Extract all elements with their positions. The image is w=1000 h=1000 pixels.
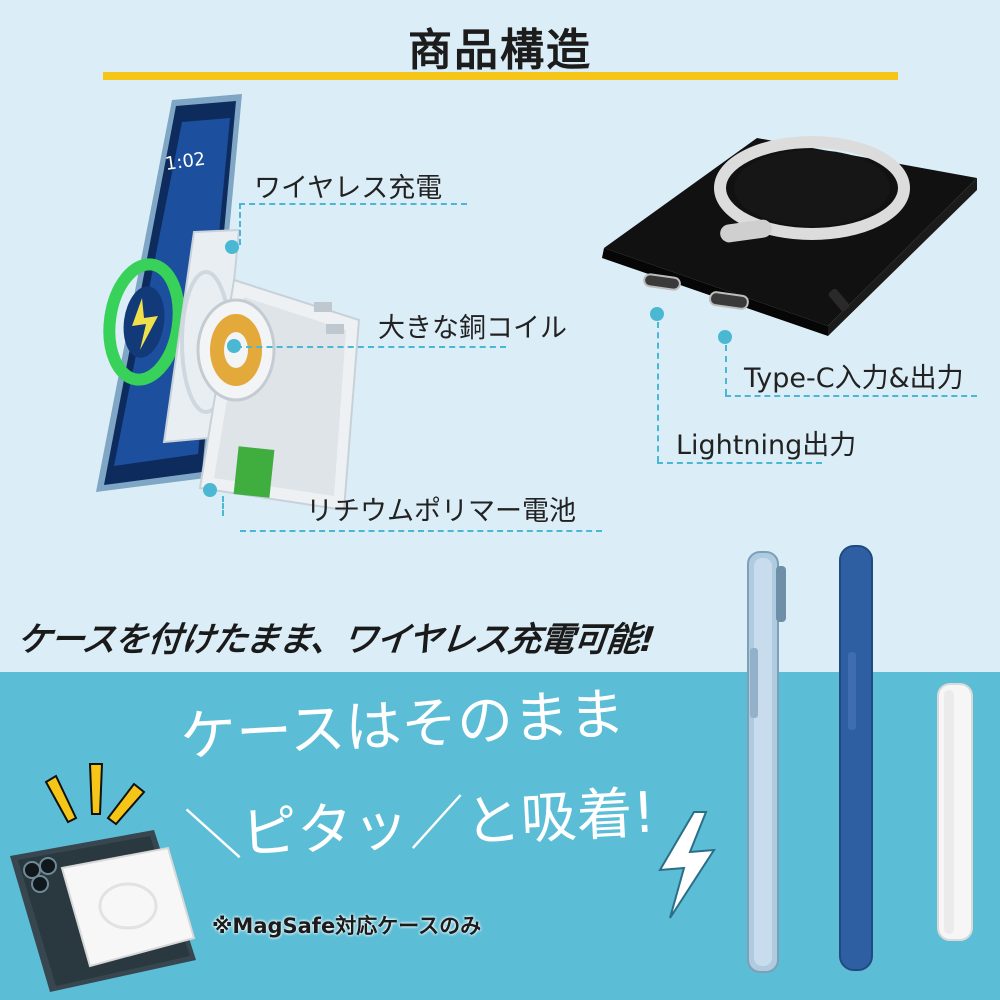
title-underline: [103, 72, 898, 80]
spark-lines-icon: [44, 763, 146, 826]
typec-port: [708, 291, 749, 310]
circuit-board: [196, 278, 361, 512]
phone-side-view-image: [747, 551, 786, 973]
alignment-mark: [720, 219, 772, 243]
callout-dot-lightning: [650, 307, 664, 321]
label-typec-io: Type-C入力&出力: [744, 363, 964, 394]
headline: ケースを付けたまま、ワイヤレス充電可能!: [15, 620, 657, 660]
label-copper-coil: 大きな銅コイル: [378, 313, 567, 344]
power-button: [828, 288, 850, 312]
powerbank-side-view-image: [937, 683, 973, 941]
callout-line-typec: [725, 395, 977, 397]
label-lightning-output: Lightning出力: [676, 430, 857, 461]
callout-dot-battery: [203, 483, 217, 497]
phone-with-powerbank-image: [10, 830, 196, 992]
lightning-bolt-icon: [658, 811, 716, 919]
callout-dot-typec: [718, 330, 732, 344]
callout-line-battery: [240, 530, 602, 532]
callout-line-lightning: [657, 462, 822, 464]
callout-dot-wireless: [225, 240, 239, 254]
callout-line-wireless-v: [239, 203, 241, 245]
label-lithium-polymer-battery: リチウムポリマー電池: [306, 496, 576, 527]
callout-line-lightning-v: [657, 322, 659, 462]
callout-line-wireless: [239, 203, 467, 205]
battery-cell: [233, 446, 275, 498]
label-wireless-charging: ワイヤレス充電: [254, 173, 443, 204]
exploded-phone-illustration: 1:02: [96, 94, 361, 512]
power-bank-image: [602, 136, 977, 336]
callout-line-coil: [236, 346, 506, 348]
page-title: 商品構造: [408, 25, 592, 76]
phone-case-side-view-image: [839, 545, 873, 971]
callout-line-typec-v: [725, 345, 727, 395]
magnetic-ring: [714, 136, 910, 240]
magsafe-note: ※MagSafe対応ケースのみ: [212, 914, 482, 938]
lightning-port: [643, 273, 681, 291]
callout-dot-coil: [227, 339, 241, 353]
callout-line-battery-v: [222, 496, 224, 516]
